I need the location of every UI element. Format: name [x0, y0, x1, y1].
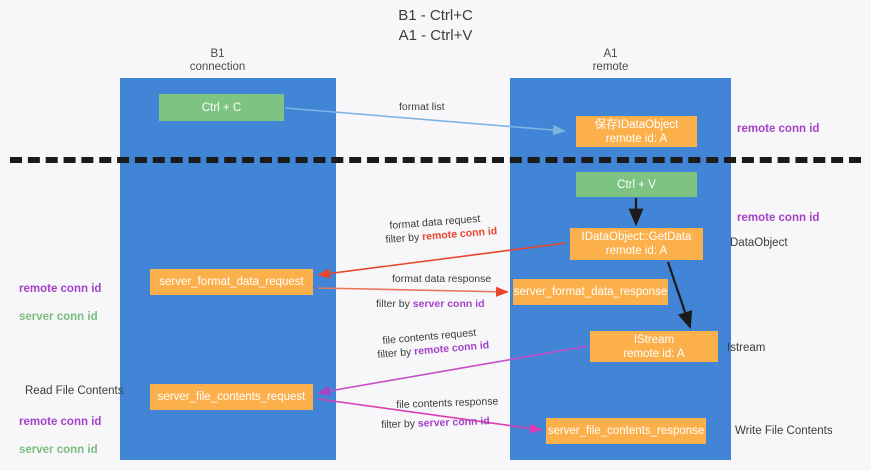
phase-divider — [10, 157, 861, 163]
node-ctrl-v[interactable]: Ctrl + V — [576, 172, 697, 197]
page-title: B1 - Ctrl+C A1 - Ctrl+V — [398, 7, 473, 44]
lane-header-b1: B1 connection — [189, 48, 246, 73]
side-label-server-conn-id-2: server conn id — [19, 444, 98, 456]
side-label-remote-conn-id: remote conn id — [19, 283, 102, 295]
filter-prefix: filter by — [381, 417, 419, 431]
filter-prefix: filter by — [377, 345, 415, 361]
side-label-dataobject: DataObject — [730, 237, 788, 249]
node-server-format-data-response[interactable]: server_format_data_response — [513, 279, 668, 305]
node-istream[interactable]: IStream remote id: A — [590, 331, 718, 362]
side-label-remote-conn-id-2: remote conn id — [19, 416, 102, 428]
edge-label-file-contents-response: file contents response — [396, 395, 499, 411]
side-label-remote-conn-id-mid: remote conn id — [737, 212, 820, 224]
filter-value-server-conn-id: server conn id — [412, 298, 485, 310]
node-idataobject-getdata[interactable]: IDataObject::GetData remote id: A — [570, 228, 703, 260]
node-server-file-contents-request[interactable]: server_file_contents_request — [150, 384, 313, 410]
lane-header-a1: A1 remote — [592, 48, 629, 73]
side-label-istream: Istream — [727, 342, 766, 354]
filter-prefix: filter by — [376, 298, 413, 310]
side-label-read-file-contents: Read File Contents — [25, 385, 124, 397]
edge-label-format-data-response: format data response — [392, 273, 492, 285]
side-label-conn-ids-lower: remote conn id server conn id — [19, 401, 101, 471]
node-server-format-data-request[interactable]: server_format_data_request — [150, 269, 313, 295]
node-ctrl-c[interactable]: Ctrl + C — [159, 94, 284, 121]
node-server-file-contents-response[interactable]: server_file_contents_response — [546, 418, 706, 444]
arrow-format-data-response — [317, 286, 509, 297]
side-label-write-file-contents: Write File Contents — [735, 425, 833, 437]
filter-value-server-conn-id: server conn id — [417, 415, 490, 430]
edge-label-format-data-response-filter: filter by server conn id — [376, 298, 485, 311]
filter-prefix: filter by — [385, 231, 423, 246]
side-label-server-conn-id: server conn id — [19, 311, 98, 323]
side-label-conn-ids-upper: remote conn id server conn id — [19, 268, 101, 338]
node-save-idataobject[interactable]: 保存IDataObject remote id: A — [576, 116, 697, 147]
side-label-remote-conn-id-top: remote conn id — [737, 123, 820, 135]
edge-label-file-contents-response-filter: filter by server conn id — [381, 415, 490, 432]
edge-label-format-list: format list — [399, 101, 445, 113]
